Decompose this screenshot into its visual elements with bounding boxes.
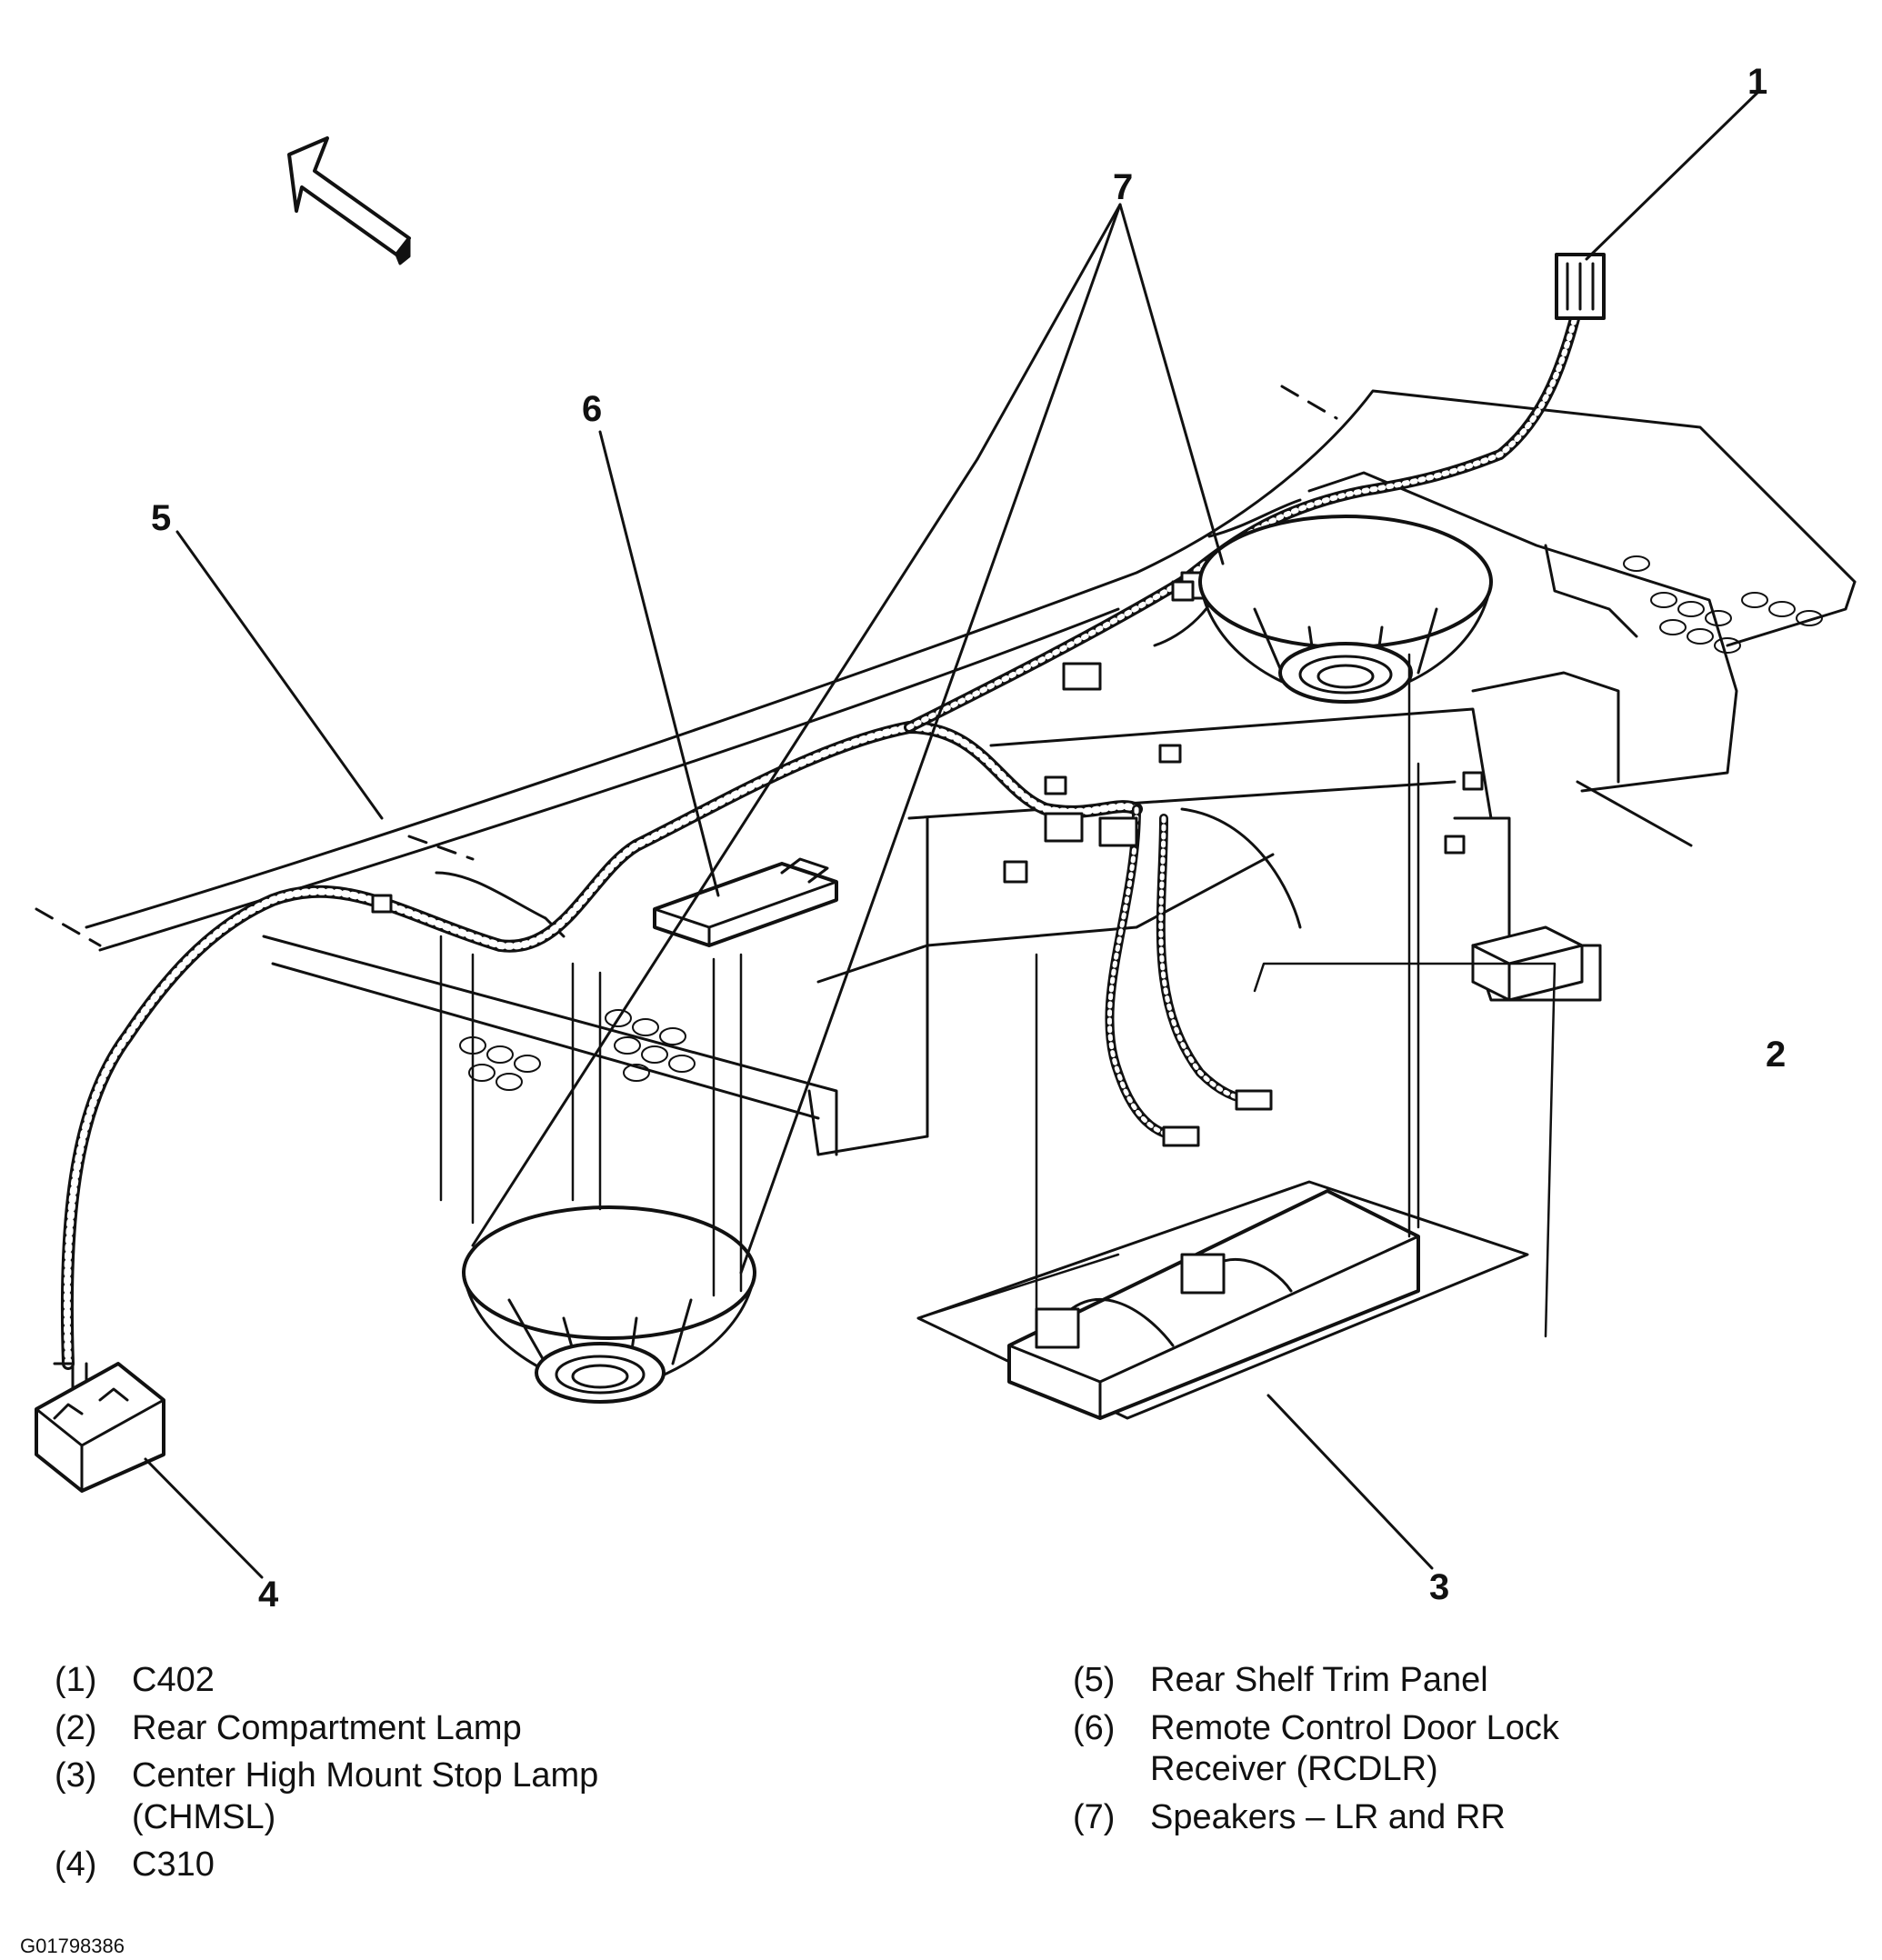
speaker-lr (462, 1205, 756, 1404)
legend-left: (1) C402 (2) Rear Compartment Lamp (3) C… (55, 1660, 714, 1893)
callout-4: 4 (258, 1575, 279, 1615)
mounting-clips (371, 580, 1484, 914)
legend-number: (1) (55, 1661, 97, 1699)
callout-7: 7 (1113, 167, 1134, 207)
legend-label: C402 (132, 1661, 215, 1699)
speaker-grille-left (459, 1009, 696, 1091)
rear-shelf-diagram (35, 89, 1857, 1579)
callout-leader-lines (144, 89, 1761, 1579)
legend-item: (2) Rear Compartment Lamp (55, 1708, 714, 1750)
dashed-reference-lines (35, 385, 1338, 947)
callout-3: 3 (1429, 1567, 1450, 1607)
legend-label: Rear Shelf Trim Panel (1150, 1661, 1488, 1699)
legend-number: (4) (55, 1845, 97, 1885)
legend-item: (3) Center High Mount Stop Lamp (CHMSL) (55, 1755, 714, 1838)
legend-label: Speakers – LR and RR (1150, 1797, 1506, 1836)
legend-number: (7) (1073, 1797, 1116, 1836)
rear-shelf-structure (262, 471, 1738, 1156)
c310-connector (35, 1362, 165, 1493)
legend-label: Center High Mount Stop Lamp (CHMSL) (132, 1756, 599, 1836)
callout-6: 6 (582, 389, 603, 429)
legend-item: (1) C402 (55, 1660, 714, 1702)
wiring-harness (60, 285, 1587, 1370)
legend-item: (7) Speakers – LR and RR (1073, 1797, 1732, 1839)
legend-right: (5) Rear Shelf Trim Panel (6) Remote Con… (1073, 1660, 1732, 1845)
speaker-grille-right (1623, 555, 1823, 654)
legend-item: (6) Remote Control Door Lock Receiver (R… (1073, 1708, 1732, 1791)
legend-label: Rear Compartment Lamp (132, 1708, 522, 1747)
c402-connector (1555, 253, 1606, 320)
callout-5: 5 (151, 498, 172, 538)
legend-number: (6) (1073, 1708, 1116, 1747)
callout-2: 2 (1766, 1035, 1787, 1075)
callout-1: 1 (1747, 62, 1768, 102)
rcdlr-module (653, 857, 838, 947)
alignment-lines (439, 653, 1557, 1347)
rear-shelf-trim-panel (85, 389, 1857, 952)
legend-label: C310 (132, 1845, 215, 1885)
legend-label: Remote Control Door Lock Receiver (RCDLR… (1150, 1708, 1559, 1789)
legend-number: (2) (55, 1708, 97, 1747)
legend-item: (4) C310 (55, 1845, 714, 1886)
legend-number: (3) (55, 1756, 97, 1795)
legend-item: (5) Rear Shelf Trim Panel (1073, 1660, 1732, 1702)
legend-number: (5) (1073, 1661, 1116, 1699)
speaker-rr (1198, 515, 1493, 704)
chmsl-lamp (916, 1180, 1529, 1420)
front-direction-arrow-icon (287, 136, 411, 265)
figure-id: G01798386 (20, 1935, 125, 1957)
